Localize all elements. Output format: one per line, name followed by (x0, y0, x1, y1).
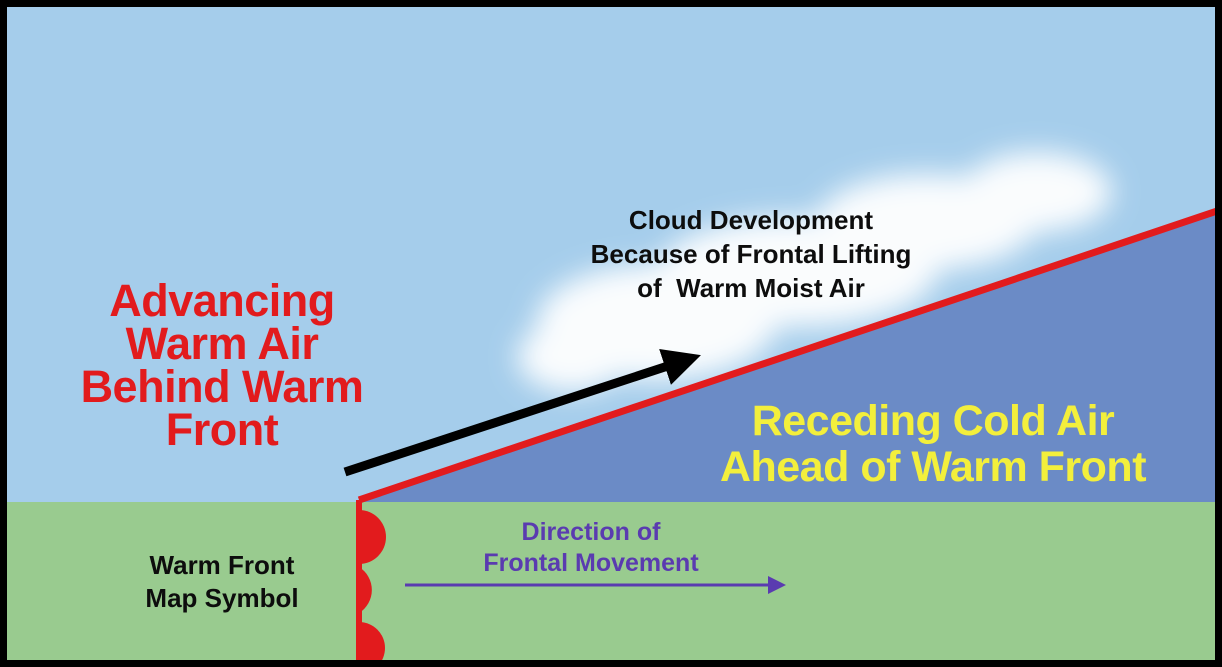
warm-front-diagram (7, 7, 1215, 660)
cloud (517, 152, 1112, 392)
warm-front-semicircle-icon (359, 622, 385, 660)
warm-front-semicircle-icon (359, 567, 372, 613)
warm-front-semicircle-icon (359, 510, 386, 564)
cold-air-label: Receding Cold Air Ahead of Warm Front (719, 397, 1147, 491)
map-symbol-label: Warm Front Map Symbol (145, 550, 299, 613)
lift-arrow-icon (343, 348, 701, 477)
warm-air-label: Advancing Warm Air Behind Warm Front (80, 275, 364, 455)
direction-label: Direction of Frontal Movement (483, 518, 699, 577)
ground-region (7, 502, 1215, 660)
warm-front-line (357, 208, 1215, 504)
cloud-development-label: Cloud Development Because of Frontal Lif… (590, 205, 912, 303)
